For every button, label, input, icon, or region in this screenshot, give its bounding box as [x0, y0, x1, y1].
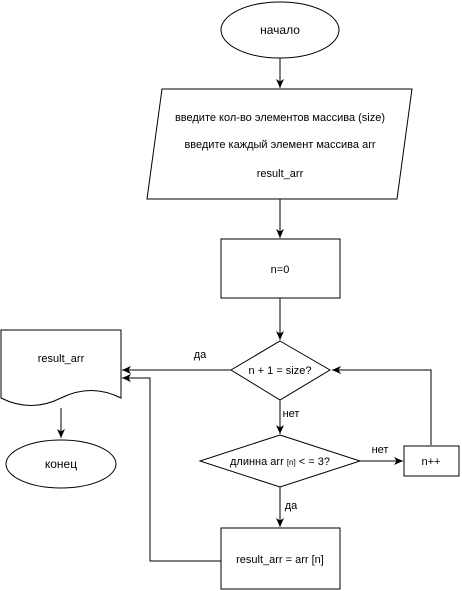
condition2-decision [198, 434, 362, 488]
start-terminator [220, 1, 340, 59]
input-line-3: result_arr [257, 168, 304, 180]
output-label: result_arr [38, 353, 85, 365]
condition1-label: n + 1 = size? [249, 365, 312, 377]
condition1-decision [230, 340, 331, 401]
condition2-prefix: длинна arr [230, 456, 287, 468]
increment-process [403, 445, 460, 477]
condition2-index: [n] [287, 458, 296, 467]
input-line-2: введите каждый элемент массива arr [184, 139, 375, 151]
condition2-label: длинна arr [n] < = 3? [230, 456, 330, 468]
init-label: n=0 [271, 264, 290, 276]
input-parallelogram [146, 88, 413, 200]
cond1-no-label: нет [283, 408, 300, 420]
increment-label: n++ [422, 456, 441, 468]
init-process [220, 238, 341, 299]
input-line-1: введите кол-во элементов массива (size) [175, 112, 385, 124]
end-terminator [5, 439, 117, 489]
cond2-yes-label: да [285, 500, 298, 512]
condition2-suffix: < = 3? [296, 456, 330, 468]
edge-increment-loop-back [332, 366, 432, 445]
assign-process [220, 527, 341, 590]
cond1-yes-label: да [194, 349, 207, 361]
edge-assign-to-output [122, 374, 221, 562]
start-label: начало [260, 23, 300, 37]
assign-label: result_arr = arr [n] [236, 554, 324, 566]
end-label: конец [45, 457, 77, 471]
connectors [57, 58, 432, 562]
cond2-no-label: нет [372, 444, 389, 456]
output-document [0, 329, 122, 406]
